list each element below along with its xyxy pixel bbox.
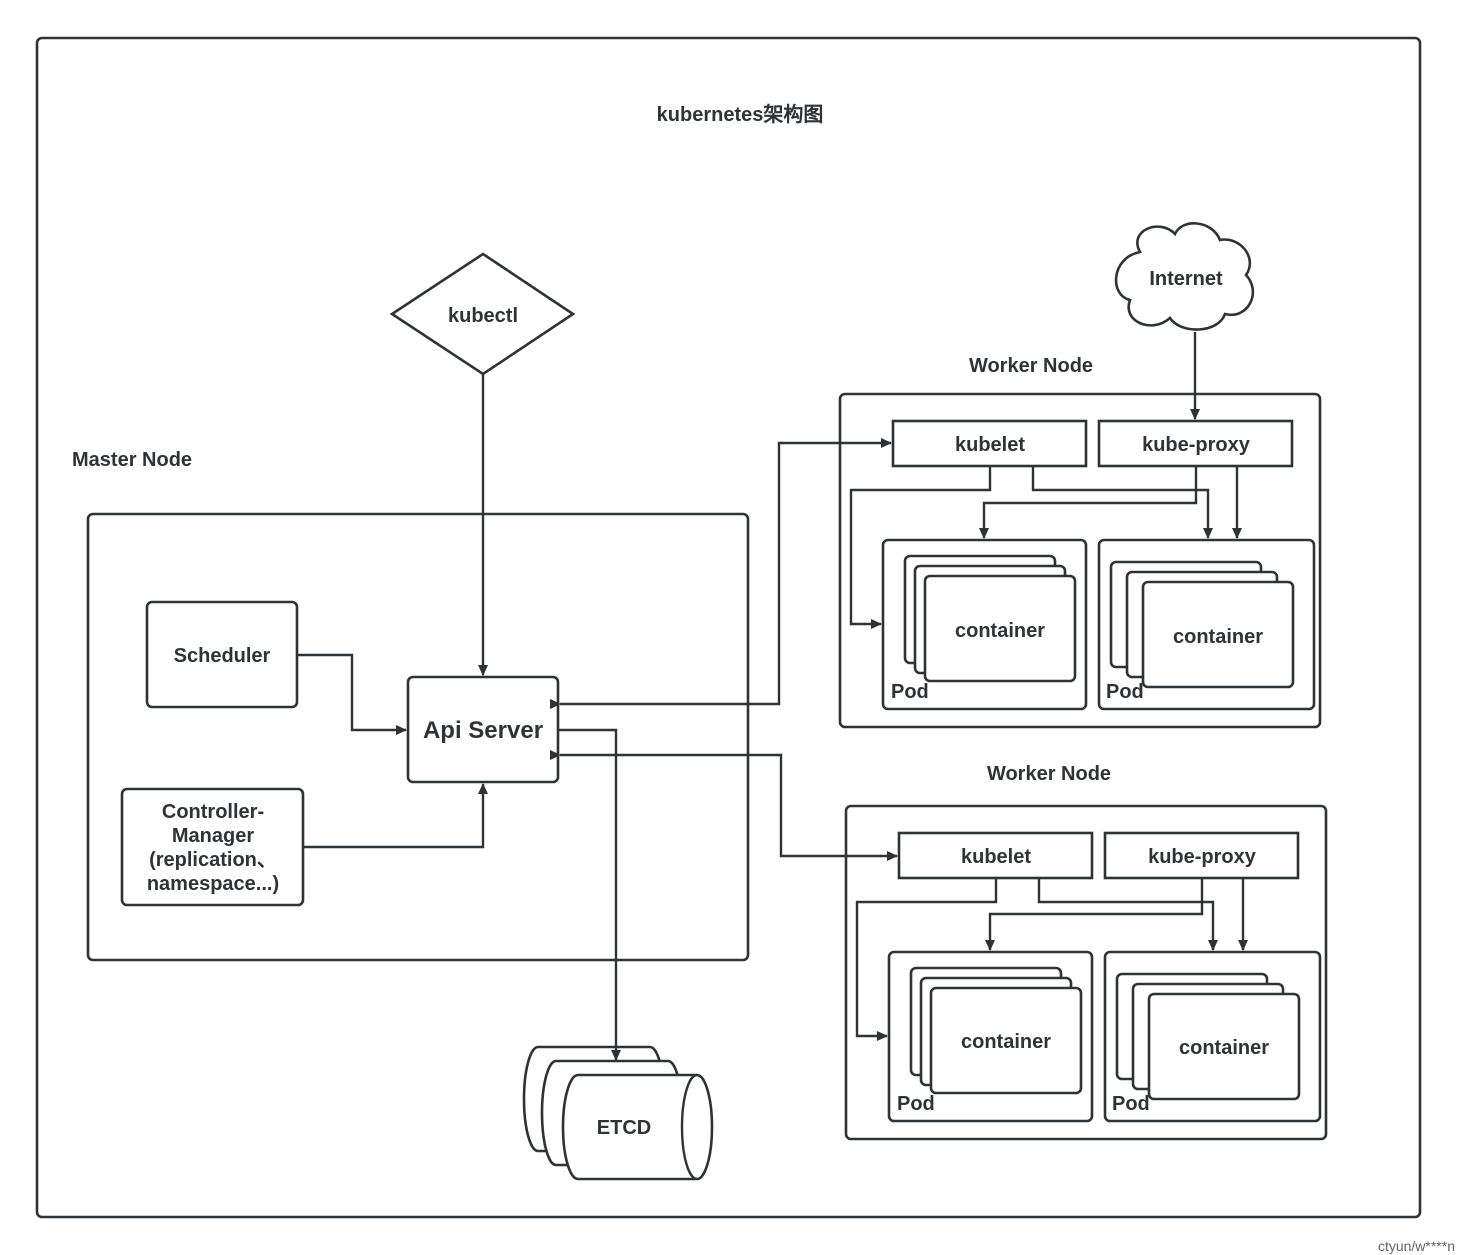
worker-node-1-label: Worker Node [969, 355, 1093, 377]
worker-2-pod-2-container-label: container [1179, 1037, 1269, 1059]
worker-2-pod-1-container-front [929, 986, 1083, 1095]
connectors [297, 332, 1248, 1061]
worker-2-pod-2-container-front [1147, 992, 1301, 1101]
w2-kubelet-to-pod1 [855, 878, 998, 1041]
controller-manager-line-3: (replication、 [149, 849, 277, 871]
worker-1-pod-2-container-front [1141, 580, 1295, 689]
w1-kubelet-to-pod1 [849, 466, 992, 629]
worker-2-kubelet-label: kubelet [961, 846, 1031, 868]
api-server-label: Api Server [423, 717, 543, 744]
worker-2-kube-proxy-box [1103, 831, 1300, 880]
worker-1-pod-1-container-label: container [955, 620, 1045, 642]
kubectl-label: kubectl [448, 305, 518, 327]
worker-1-kubelet-label: kubelet [955, 434, 1025, 456]
scheduler-to-api-arrow [297, 653, 407, 735]
worker-1-pod-1-container-front [923, 574, 1077, 683]
worker-2-pod-1-label: Pod [897, 1093, 935, 1115]
worker-2-kubelet-box [897, 831, 1094, 880]
worker-2-kube-proxy-label: kube-proxy [1148, 846, 1257, 868]
worker-2-pod-2-label: Pod [1112, 1093, 1150, 1115]
internet-label: Internet [1149, 268, 1223, 290]
api-worker2-link [550, 750, 898, 861]
worker-1-pod-2-label: Pod [1106, 681, 1144, 703]
worker-1-pod-1-label: Pod [891, 681, 929, 703]
internet-cloud [1114, 222, 1255, 331]
api-worker1-link [550, 438, 892, 709]
w1-proxy-to-pod1 [979, 466, 1198, 539]
worker-1-pod-2-container-label: container [1173, 626, 1263, 648]
watermark: ctyun/w****n [1378, 1238, 1455, 1254]
etcd-label: ETCD [597, 1117, 651, 1139]
worker-2-pod-1-container-label: container [961, 1031, 1051, 1053]
scheduler-label: Scheduler [174, 645, 271, 667]
controller-to-api-arrow [303, 783, 488, 849]
controller-manager-line-1: Controller- [162, 801, 264, 823]
diagram-title: kubernetes架构图 [657, 102, 824, 126]
w2-proxy-to-pod1 [985, 878, 1204, 951]
controller-manager-line-2: Manager [172, 825, 254, 847]
w2-kubelet-to-pod2 [1037, 878, 1218, 951]
worker-1-kube-proxy-box [1097, 419, 1294, 468]
etcd-cylinders [522, 1045, 714, 1181]
master-node-label: Master Node [72, 449, 192, 471]
api-to-etcd-arrow [558, 728, 621, 1061]
worker-node-2-label: Worker Node [987, 763, 1111, 785]
worker-1-kube-proxy-label: kube-proxy [1142, 434, 1251, 456]
controller-manager-line-4: namespace...) [147, 873, 279, 895]
w1-kubelet-to-pod2 [1031, 466, 1213, 539]
worker-1-kubelet-box [891, 419, 1088, 468]
